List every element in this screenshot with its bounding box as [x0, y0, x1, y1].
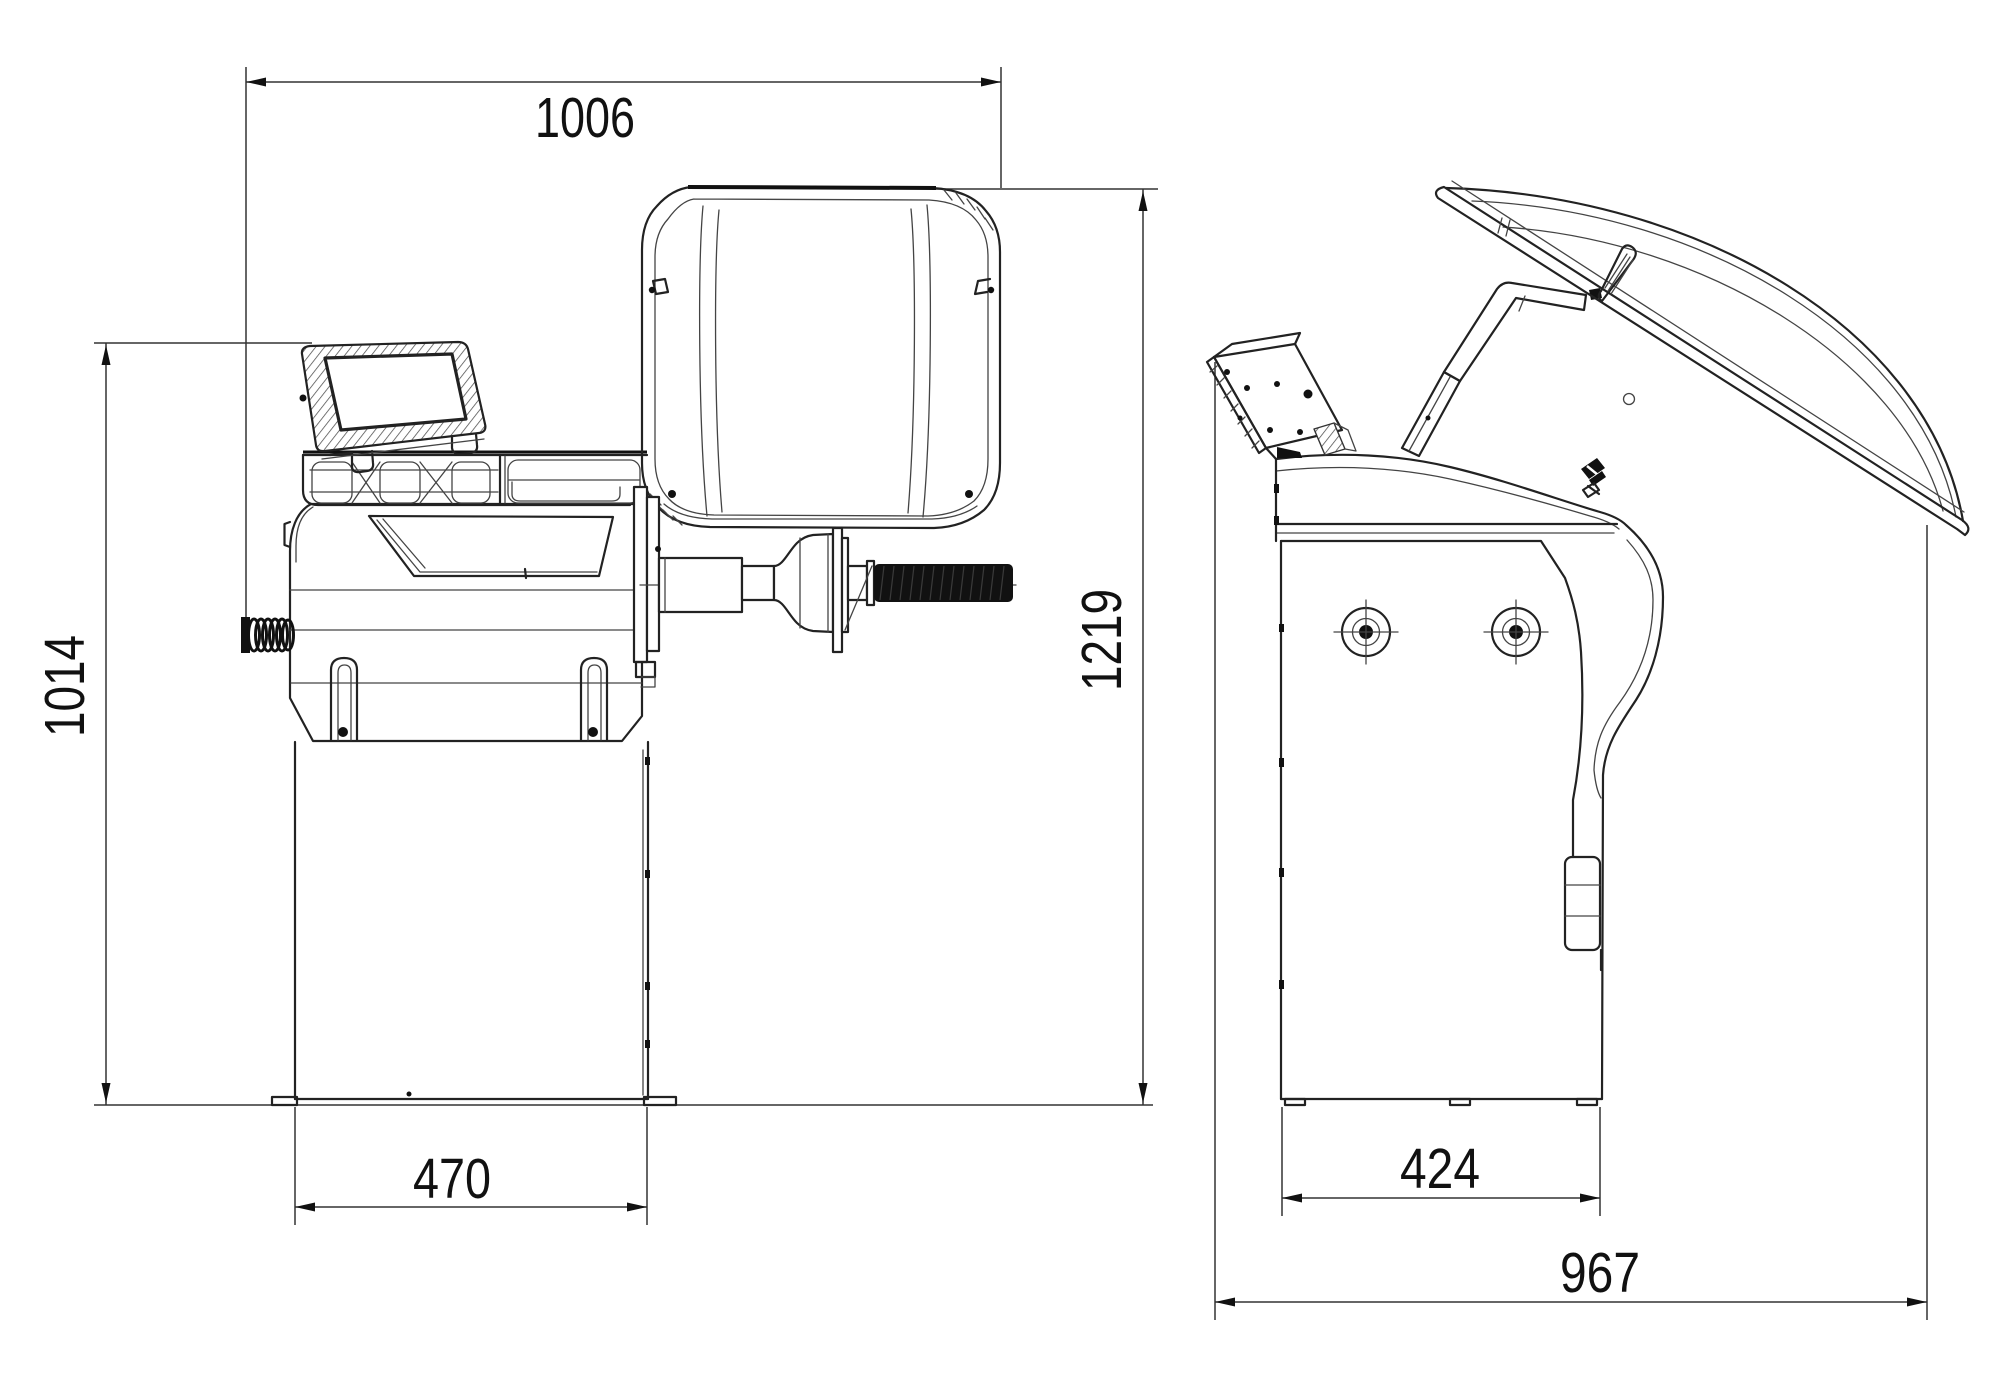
- svg-text:1014: 1014: [33, 635, 97, 737]
- svg-text:470: 470: [413, 1147, 491, 1211]
- svg-text:424: 424: [1400, 1137, 1480, 1201]
- svg-text:1006: 1006: [535, 86, 635, 150]
- svg-text:967: 967: [1560, 1241, 1640, 1305]
- svg-text:1219: 1219: [1070, 589, 1134, 691]
